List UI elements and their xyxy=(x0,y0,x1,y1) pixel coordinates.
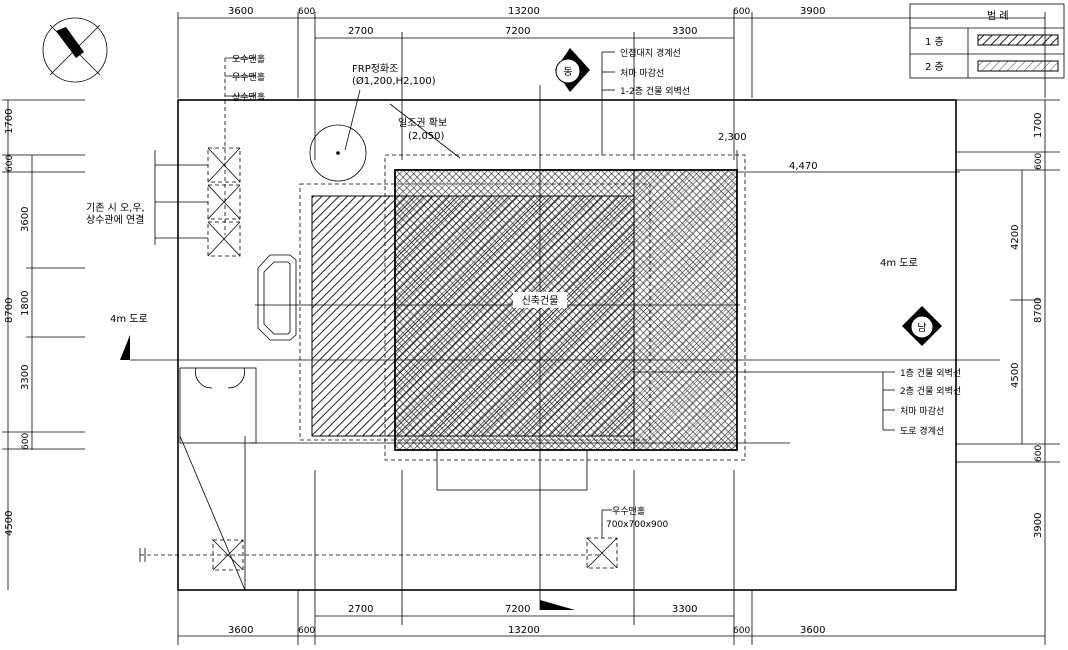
parking-car-inner xyxy=(263,261,291,335)
pipe-label-3: 상수맨홀 xyxy=(232,91,265,103)
road-arrow-left-icon xyxy=(120,335,130,360)
right-dim-3: 4200 xyxy=(1010,225,1021,250)
road-label-right: 4m 도로 xyxy=(880,258,918,269)
entrance-step xyxy=(436,449,588,491)
top-dimensions: 3600 600 13200 600 3900 2700 7200 3300 xyxy=(177,6,1046,160)
legend-box: 범 례 1 층 2 층 xyxy=(909,3,1065,79)
top-dim-3: 13200 xyxy=(508,6,540,17)
septic-label: FRP정화조 xyxy=(352,63,398,75)
top-legend-2: 처마 마감선 xyxy=(620,67,664,79)
legend-label-2: 2 층 xyxy=(925,61,944,73)
south-label: 남 xyxy=(917,322,926,334)
eaves-line xyxy=(384,154,746,461)
exterior-wall-line xyxy=(299,183,651,441)
right-dim-1: 1700 xyxy=(1033,113,1044,138)
road-label-left: 4m 도로 xyxy=(110,314,148,325)
left-dim-1: 1700 xyxy=(4,109,15,134)
bottom-manhole-left xyxy=(212,539,244,571)
bottom-inner-1: 2700 xyxy=(348,604,373,615)
right-legend-2: 2층 건물 외벽선 xyxy=(900,385,961,397)
left-total: 8700 xyxy=(4,298,15,323)
septic-size: (Ø1,200,H2,100) xyxy=(352,75,436,87)
building-label: 신축건물 xyxy=(522,295,559,307)
left-dimensions: 1700 600 3600 1800 3300 8700 600 4500 xyxy=(2,99,85,590)
legend-swatch-1 xyxy=(977,34,1059,46)
building-annex xyxy=(633,169,738,451)
top-inner-2: 7200 xyxy=(505,26,530,37)
bottom-dim-1: 3600 xyxy=(228,625,253,636)
left-dim-4: 1800 xyxy=(20,291,31,316)
top-legend-3: 1-2층 건물 외벽선 xyxy=(620,85,690,97)
top-legend-1: 인접대지 경계선 xyxy=(620,47,681,59)
pipe-label-2: 우수맨홀 xyxy=(232,71,265,83)
septic-tank xyxy=(309,124,367,182)
site-boundary xyxy=(177,99,957,591)
bottom-inner-3: 3300 xyxy=(672,604,697,615)
septic-center-dot xyxy=(336,151,340,155)
building-label-bg xyxy=(513,292,567,308)
left-dim-7: 4500 xyxy=(4,511,15,536)
offset-4470: 4,470 xyxy=(789,161,818,172)
left-dim-6: 600 xyxy=(21,433,31,450)
bottom-dim-2: 600 xyxy=(298,626,315,636)
legend-header: 범 례 xyxy=(987,10,1009,22)
gate xyxy=(179,367,257,591)
top-inner-1: 2700 xyxy=(348,26,373,37)
legend-swatch-2 xyxy=(977,60,1059,72)
top-dim-4: 600 xyxy=(733,7,750,17)
bottom-dimensions: 2700 7200 3300 3600 600 13200 600 3600 xyxy=(177,470,1046,645)
right-dim-2: 600 xyxy=(1034,153,1044,170)
manhole-group xyxy=(154,57,255,257)
right-dim-5: 600 xyxy=(1034,445,1044,462)
top-inner-3: 3300 xyxy=(672,26,697,37)
manhole-3 xyxy=(207,221,241,257)
legend-label-1: 1 층 xyxy=(925,36,944,48)
right-legend-1: 1층 건물 외벽선 xyxy=(900,367,961,379)
left-dim-2: 600 xyxy=(5,155,15,172)
compass-icon xyxy=(42,17,108,83)
parking-leader xyxy=(389,103,461,159)
parking-label: 일조권 확보 xyxy=(398,117,447,129)
bottom-dim-4: 600 xyxy=(733,626,750,636)
manhole-size: 700x700x900 xyxy=(606,520,668,530)
east-arrow-icon xyxy=(555,48,590,92)
right-dimensions: 1700 600 4200 8700 4500 600 3900 xyxy=(955,99,1060,590)
offset-2300: 2,300 xyxy=(718,132,747,143)
right-dim-4: 4500 xyxy=(1010,363,1021,388)
south-arrow-icon xyxy=(902,306,942,346)
connect-label-1: 기존 시 오,우, xyxy=(86,202,145,214)
right-dim-6: 3900 xyxy=(1033,513,1044,538)
connect-label-2: 상수관에 연결 xyxy=(86,214,144,226)
top-dim-1: 3600 xyxy=(228,6,253,17)
left-dim-5: 3300 xyxy=(20,365,31,390)
left-dim-3: 3600 xyxy=(20,207,31,232)
bottom-inner-2: 7200 xyxy=(505,604,530,615)
east-label: 동 xyxy=(563,66,572,78)
top-dim-5: 3900 xyxy=(800,6,825,17)
parking-dim: (2,050) xyxy=(408,131,445,142)
bottom-dim-5: 3600 xyxy=(800,625,825,636)
axis-arrow-bottom-icon xyxy=(540,600,575,610)
manhole-label: 우수맨홀 xyxy=(612,505,645,517)
right-legend-4: 도로 경계선 xyxy=(900,425,944,437)
pipe-label-1: 오수맨홀 xyxy=(232,53,265,65)
top-dim-2: 600 xyxy=(298,7,315,17)
septic-leader xyxy=(344,89,361,151)
right-total: 8700 xyxy=(1033,298,1044,323)
parking-car-outline xyxy=(257,254,297,341)
bottom-dim-3: 13200 xyxy=(508,625,540,636)
right-legend-3: 처마 마감선 xyxy=(900,405,944,417)
